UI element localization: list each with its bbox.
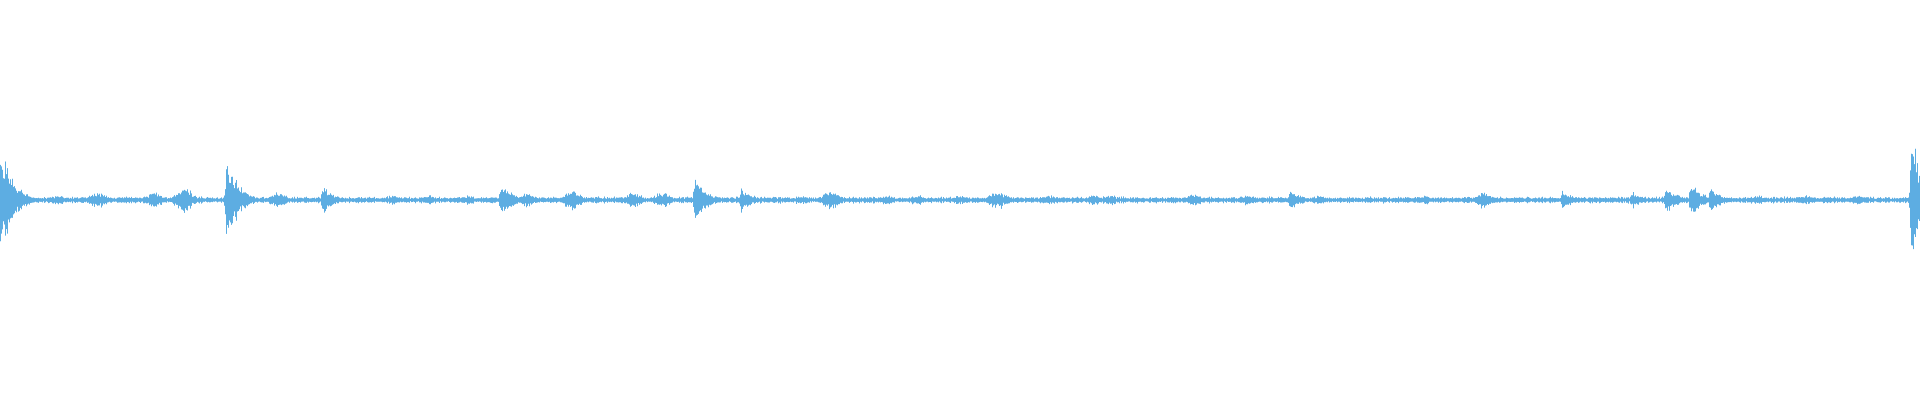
waveform-trace xyxy=(0,148,1920,250)
